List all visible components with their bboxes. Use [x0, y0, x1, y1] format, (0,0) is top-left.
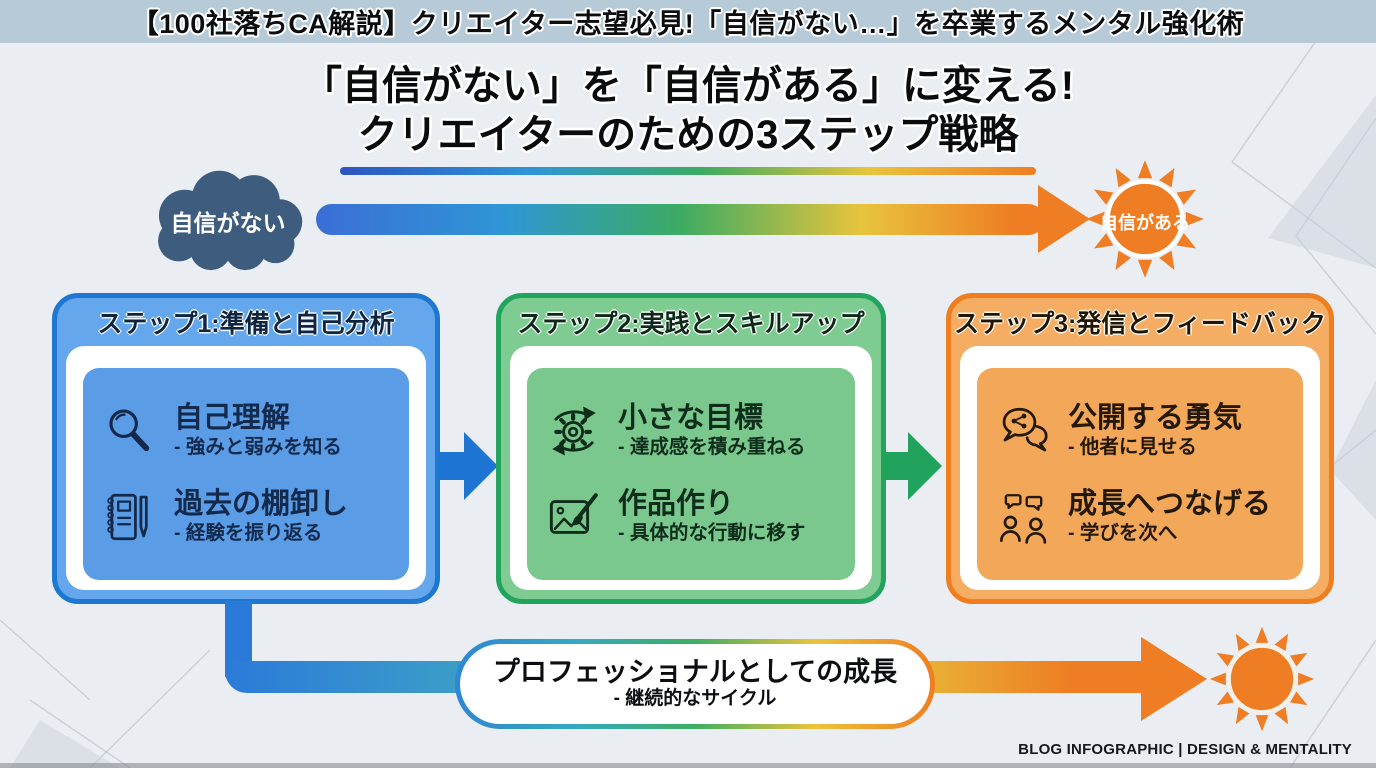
- cycle-arrowhead-icon: [1141, 637, 1207, 721]
- step-item: 過去の棚卸し - 経験を振り返る: [101, 488, 401, 546]
- step-item-text: 自己理解 - 強みと弱みを知る: [174, 402, 342, 460]
- journey-arrowhead-icon: [1038, 185, 1090, 253]
- page-title-line1: 「自信がない」を「自信がある」に変える!: [301, 64, 1075, 108]
- top-banner-text: 【100社落ちCA解説】クリエイター志望必見!「自信がない…」を卒業するメンタル…: [131, 9, 1245, 39]
- step-item-desc: - 他者に見せる: [1068, 436, 1197, 459]
- arrow-step2-to-step3: [882, 452, 910, 480]
- step3-card: 公開する勇気 - 他者に見せる 成長へつなげる: [977, 368, 1303, 580]
- step-item-title: 自己理解: [174, 402, 291, 435]
- step-item-desc: - 達成感を積み重ねる: [618, 436, 806, 459]
- share-bubbles-icon: [995, 402, 1053, 460]
- step-item-text: 公開する勇気 - 他者に見せる: [1068, 402, 1242, 460]
- sun-icon: [1209, 626, 1315, 732]
- cloud-icon: [158, 170, 303, 271]
- journey-gradient-arrow: [316, 204, 1044, 235]
- iteration-gear-icon: [545, 402, 603, 460]
- top-banner: 【100社落ちCA解説】クリエイター志望必見!「自信がない…」を卒業するメンタル…: [0, 0, 1376, 43]
- step2-card: 小さな目標 - 達成感を積み重ねる 作品作り - 具体的な行動に移: [527, 368, 855, 580]
- step3-box: ステップ3:発信とフィードバック 公開する勇気: [946, 293, 1334, 604]
- journey-start-label: 自信がない: [170, 210, 286, 236]
- step1-card: 自己理解 - 強みと弱みを知る: [83, 368, 409, 580]
- arrowhead-step1-to-step2-icon: [464, 432, 498, 500]
- goal-sun: [1207, 624, 1317, 734]
- step3-header: ステップ3:発信とフィードバック: [954, 310, 1326, 338]
- step-item: 自己理解 - 強みと弱みを知る: [101, 402, 401, 460]
- people-feedback-icon: [995, 488, 1053, 546]
- page-title: 「自信がない」を「自信がある」に変える! クリエイターのための3ステップ戦略: [0, 62, 1376, 160]
- page-title-line2: クリエイターのための3ステップ戦略: [357, 112, 1019, 157]
- step-item-text: 作品作り - 具体的な行動に移す: [618, 488, 805, 546]
- step-item: 公開する勇気 - 他者に見せる: [995, 402, 1295, 460]
- step-item-title: 成長へつなげる: [1068, 488, 1272, 521]
- step-item-desc: - 具体的な行動に移す: [618, 522, 806, 545]
- step-item: 小さな目標 - 達成感を積み重ねる: [545, 402, 847, 460]
- step-item-text: 小さな目標 - 達成感を積み重ねる: [618, 402, 805, 460]
- step-item-text: 過去の棚卸し - 経験を振り返る: [174, 488, 348, 546]
- step-item-desc: - 強みと弱みを知る: [174, 436, 342, 459]
- footer-credit: BLOG INFOGRAPHIC | DESIGN & MENTALITY: [1018, 741, 1352, 758]
- step-item-title: 公開する勇気: [1068, 402, 1243, 435]
- growth-banner-inner: プロフェッショナルとしての成長 - 継続的なサイクル: [460, 644, 930, 724]
- growth-banner-title: プロフェッショナルとしての成長: [492, 657, 898, 688]
- growth-banner: プロフェッショナルとしての成長 - 継続的なサイクル: [455, 639, 935, 729]
- step-item-title: 過去の棚卸し: [174, 488, 349, 521]
- arrow-step1-to-step2: [438, 452, 466, 480]
- step-item: 成長へつなげる - 学びを次へ: [995, 488, 1295, 546]
- step-item-desc: - 経験を振り返る: [174, 522, 323, 545]
- magnifier-icon: [101, 402, 159, 460]
- step1-box: ステップ1:準備と自己分析 自己理解 - 強みと弱みを知る: [52, 293, 440, 604]
- step1-header: ステップ1:準備と自己分析: [97, 310, 395, 338]
- journey-end-label: 自信がある: [1100, 213, 1190, 233]
- step-item-text: 成長へつなげる - 学びを次へ: [1068, 488, 1271, 546]
- step-item: 作品作り - 具体的な行動に移す: [545, 488, 847, 546]
- sun-icon: [1086, 160, 1204, 278]
- step-item-desc: - 学びを次へ: [1068, 522, 1178, 545]
- title-gradient-underline: [340, 167, 1036, 175]
- step-item-title: 小さな目標: [618, 402, 764, 435]
- step-item-title: 作品作り: [618, 488, 735, 521]
- confidence-sun: 自信がある: [1083, 157, 1207, 281]
- no-confidence-cloud: 自信がない: [146, 168, 310, 272]
- step2-box: ステップ2:実践とスキルアップ: [496, 293, 886, 604]
- step2-header: ステップ2:実践とスキルアップ: [517, 310, 865, 338]
- arrowhead-step2-to-step3-icon: [908, 432, 942, 500]
- growth-banner-desc: - 継続的なサイクル: [613, 688, 777, 710]
- bottom-edge-strip: [0, 763, 1376, 768]
- notebook-pen-icon: [101, 488, 159, 546]
- artwork-brush-icon: [545, 488, 603, 546]
